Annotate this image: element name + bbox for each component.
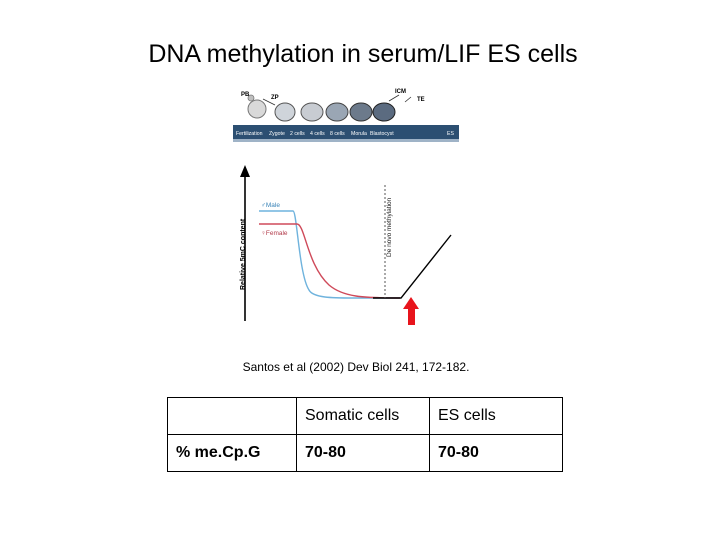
- stage-label: Zygote: [269, 131, 285, 137]
- stage-label: Morula: [351, 131, 367, 137]
- table-header-cell: Somatic cells: [296, 397, 430, 435]
- table-cell: 70-80: [296, 434, 430, 472]
- zygote-image: [247, 99, 267, 119]
- table-header-row: Somatic cells ES cells: [167, 397, 563, 435]
- male-legend: ♂Male: [261, 202, 280, 209]
- pb-label: PB: [241, 92, 250, 98]
- methylation-table: Somatic cells ES cells % me.Cp.G 70-80 7…: [167, 397, 563, 472]
- table-header-cell: ES cells: [429, 397, 563, 435]
- table-row: % me.Cp.G 70-80 70-80: [167, 434, 563, 472]
- table-header-cell: [167, 397, 297, 435]
- stage-label: 8 cells: [330, 131, 345, 137]
- stage-bar: [233, 125, 459, 139]
- stage-labels: Fertilization Zygote 2 cells 4 cells 8 c…: [236, 131, 454, 137]
- female-legend: ♀Female: [261, 230, 288, 237]
- two-cell-image: [274, 102, 296, 122]
- stage-label: ES: [447, 131, 454, 137]
- row-label: % me.Cp.G: [167, 434, 297, 472]
- four-cell-image: [300, 102, 324, 122]
- stage-label: 2 cells: [290, 131, 305, 137]
- red-arrow-head: [403, 297, 419, 309]
- table-cell: 70-80: [429, 434, 563, 472]
- embryo-stage-images: PB ZP ICM TE: [241, 89, 425, 122]
- stage-label: 4 cells: [310, 131, 325, 137]
- y-axis-label: Relative 5mC content: [240, 218, 247, 290]
- citation: Santos et al (2002) Dev Biol 241, 172-18…: [242, 360, 470, 374]
- polar-body-image: [247, 94, 255, 102]
- zp-label: ZP: [271, 95, 279, 101]
- female-curve: [259, 223, 401, 299]
- methylation-figure: PB ZP ICM TE Fertilization Zygote 2 cell…: [233, 89, 459, 325]
- stage-label: Fertilization: [236, 131, 263, 137]
- morula-image: [349, 102, 373, 122]
- te-label: TE: [417, 97, 425, 103]
- slide-title: DNA methylation in serum/LIF ES cells: [148, 40, 578, 68]
- combined-curve: [373, 234, 452, 299]
- eight-cell-image: [325, 102, 349, 122]
- stage-label: Blastocyst: [370, 131, 394, 137]
- y-axis-arrowhead: [240, 165, 250, 177]
- de-novo-label: De novo methylation: [386, 197, 393, 257]
- blastocyst-image: [372, 102, 396, 122]
- red-arrow: [403, 297, 419, 325]
- red-arrow-shaft: [408, 308, 415, 325]
- icm-label: ICM: [395, 89, 406, 95]
- male-curve: [259, 210, 400, 299]
